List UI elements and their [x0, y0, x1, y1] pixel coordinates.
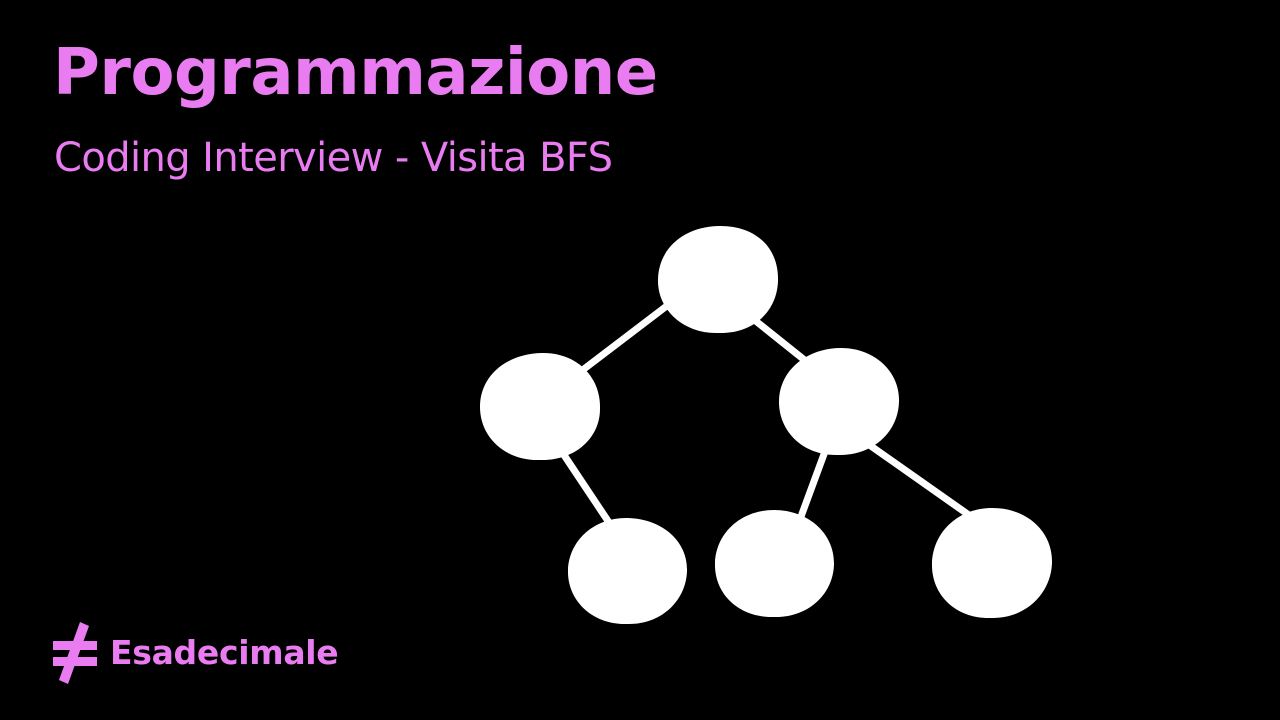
tree-edge-left-child: [558, 448, 616, 531]
tree-edge-right-right-child: [864, 440, 980, 524]
tree-node-left: [479, 352, 601, 461]
tree-node-left-left: [567, 517, 688, 625]
tree-edge-root-right: [748, 314, 816, 370]
page-subtitle: Coding Interview - Visita BFS: [54, 135, 613, 181]
tree-node-right-left: [714, 510, 834, 618]
tree-edge-right-left-child: [795, 442, 831, 526]
brand: Esadecimale: [52, 622, 339, 684]
tree-edge-root-left: [576, 301, 672, 376]
not-equal-icon: [53, 622, 97, 684]
tree-node-right-right: [931, 507, 1053, 619]
brand-name: Esadecimale: [110, 633, 339, 672]
tree-node-right: [778, 348, 900, 456]
tree-edges: [558, 301, 980, 531]
tree-node-root: [657, 225, 779, 334]
tree-nodes: [479, 225, 1053, 625]
page-title: Programmazione: [53, 36, 658, 110]
